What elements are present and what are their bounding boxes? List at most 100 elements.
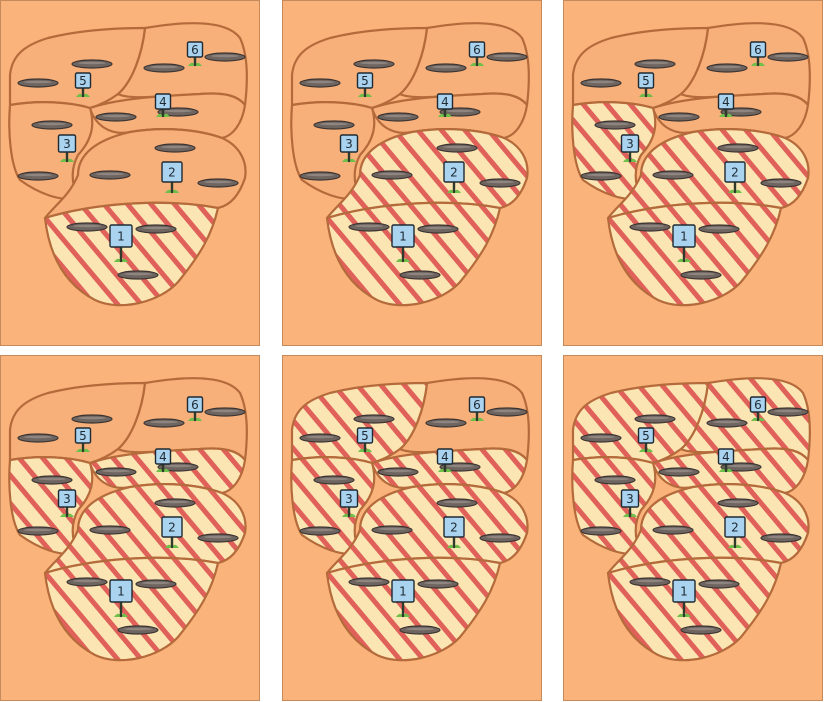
sign-r4: 4 bbox=[436, 448, 454, 473]
sign-r4: 4 bbox=[436, 93, 454, 118]
hole bbox=[652, 525, 694, 535]
grass-tuft bbox=[358, 93, 372, 97]
hole bbox=[629, 577, 671, 587]
hole-highlight bbox=[24, 435, 52, 439]
hole-highlight bbox=[443, 500, 471, 504]
hole-highlight bbox=[659, 172, 687, 176]
sign-board bbox=[468, 41, 486, 58]
grass-tuft bbox=[751, 417, 765, 421]
sign-r3: 3 bbox=[57, 134, 77, 163]
hole-highlight bbox=[96, 172, 124, 176]
sign-number: 5 bbox=[642, 74, 650, 88]
sign-board bbox=[443, 161, 465, 183]
sign-board bbox=[161, 161, 183, 183]
hole-highlight bbox=[124, 272, 152, 276]
hole-highlight bbox=[150, 65, 178, 69]
sign-board bbox=[443, 516, 465, 538]
hole bbox=[417, 579, 459, 589]
hole-highlight bbox=[767, 180, 795, 184]
sign-board bbox=[356, 72, 374, 89]
hole bbox=[767, 52, 809, 62]
sign-number: 2 bbox=[450, 166, 458, 180]
hole bbox=[760, 178, 802, 188]
hole-highlight bbox=[727, 464, 755, 468]
hole bbox=[425, 418, 467, 428]
hole-highlight bbox=[24, 173, 52, 177]
hole-highlight bbox=[355, 579, 383, 583]
grass-tuft bbox=[438, 468, 452, 472]
hole bbox=[486, 407, 528, 417]
hole-highlight bbox=[38, 477, 66, 481]
sign-board bbox=[749, 396, 767, 413]
grass-tuft bbox=[751, 62, 765, 66]
hole-highlight bbox=[96, 527, 124, 531]
hole-highlight bbox=[641, 61, 669, 65]
sign-r3: 3 bbox=[57, 489, 77, 518]
hole bbox=[313, 475, 355, 485]
hole-highlight bbox=[493, 409, 521, 413]
sign-board bbox=[436, 93, 454, 110]
grass-tuft bbox=[728, 189, 742, 193]
sign-number: 3 bbox=[345, 137, 353, 151]
sign-r1: 1 bbox=[391, 224, 415, 263]
hole-highlight bbox=[38, 122, 66, 126]
grass-tuft bbox=[342, 513, 356, 517]
sign-number: 4 bbox=[722, 450, 730, 464]
sign-number: 3 bbox=[626, 137, 634, 151]
sign-number: 1 bbox=[117, 585, 125, 599]
grass-tuft bbox=[114, 258, 128, 262]
hole bbox=[157, 107, 199, 117]
hole bbox=[706, 418, 748, 428]
hole bbox=[629, 222, 671, 232]
hole-highlight bbox=[306, 80, 334, 84]
hole bbox=[17, 171, 59, 181]
sign-r4: 4 bbox=[154, 93, 172, 118]
hole bbox=[154, 143, 196, 153]
hole-highlight bbox=[493, 54, 521, 58]
hole-highlight bbox=[161, 145, 189, 149]
hole bbox=[17, 78, 59, 88]
hole-highlight bbox=[659, 527, 687, 531]
hole bbox=[377, 467, 419, 477]
grass-tuft bbox=[639, 448, 653, 452]
sign-r6: 6 bbox=[186, 41, 204, 67]
sign-number: 1 bbox=[680, 585, 688, 599]
sign-number: 6 bbox=[473, 43, 481, 57]
sign-number: 2 bbox=[168, 521, 176, 535]
hole-highlight bbox=[601, 477, 629, 481]
hole bbox=[706, 63, 748, 73]
hole-highlight bbox=[124, 627, 152, 631]
hole bbox=[767, 407, 809, 417]
hole-highlight bbox=[424, 226, 452, 230]
hole-highlight bbox=[142, 581, 170, 585]
grass-tuft bbox=[60, 158, 74, 162]
hole-highlight bbox=[150, 420, 178, 424]
sign-board bbox=[717, 93, 735, 110]
sign-r3: 3 bbox=[620, 134, 640, 163]
sign-r5: 5 bbox=[356, 427, 374, 453]
hole bbox=[353, 414, 395, 424]
hole bbox=[417, 224, 459, 234]
hole-highlight bbox=[204, 180, 232, 184]
hole-highlight bbox=[378, 172, 406, 176]
sign-number: 6 bbox=[754, 43, 762, 57]
grass-tuft bbox=[728, 544, 742, 548]
sign-board bbox=[161, 516, 183, 538]
hole bbox=[717, 498, 759, 508]
grass-tuft bbox=[342, 158, 356, 162]
sign-number: 6 bbox=[191, 398, 199, 412]
sign-number: 2 bbox=[168, 166, 176, 180]
sign-r5: 5 bbox=[74, 427, 92, 453]
hole-highlight bbox=[142, 226, 170, 230]
sign-board bbox=[186, 396, 204, 413]
hole-highlight bbox=[687, 627, 715, 631]
hole bbox=[580, 171, 622, 181]
grass-tuft bbox=[156, 468, 170, 472]
sign-number: 5 bbox=[361, 429, 369, 443]
hole bbox=[89, 525, 131, 535]
sign-r3: 3 bbox=[339, 489, 359, 518]
hole bbox=[66, 577, 108, 587]
